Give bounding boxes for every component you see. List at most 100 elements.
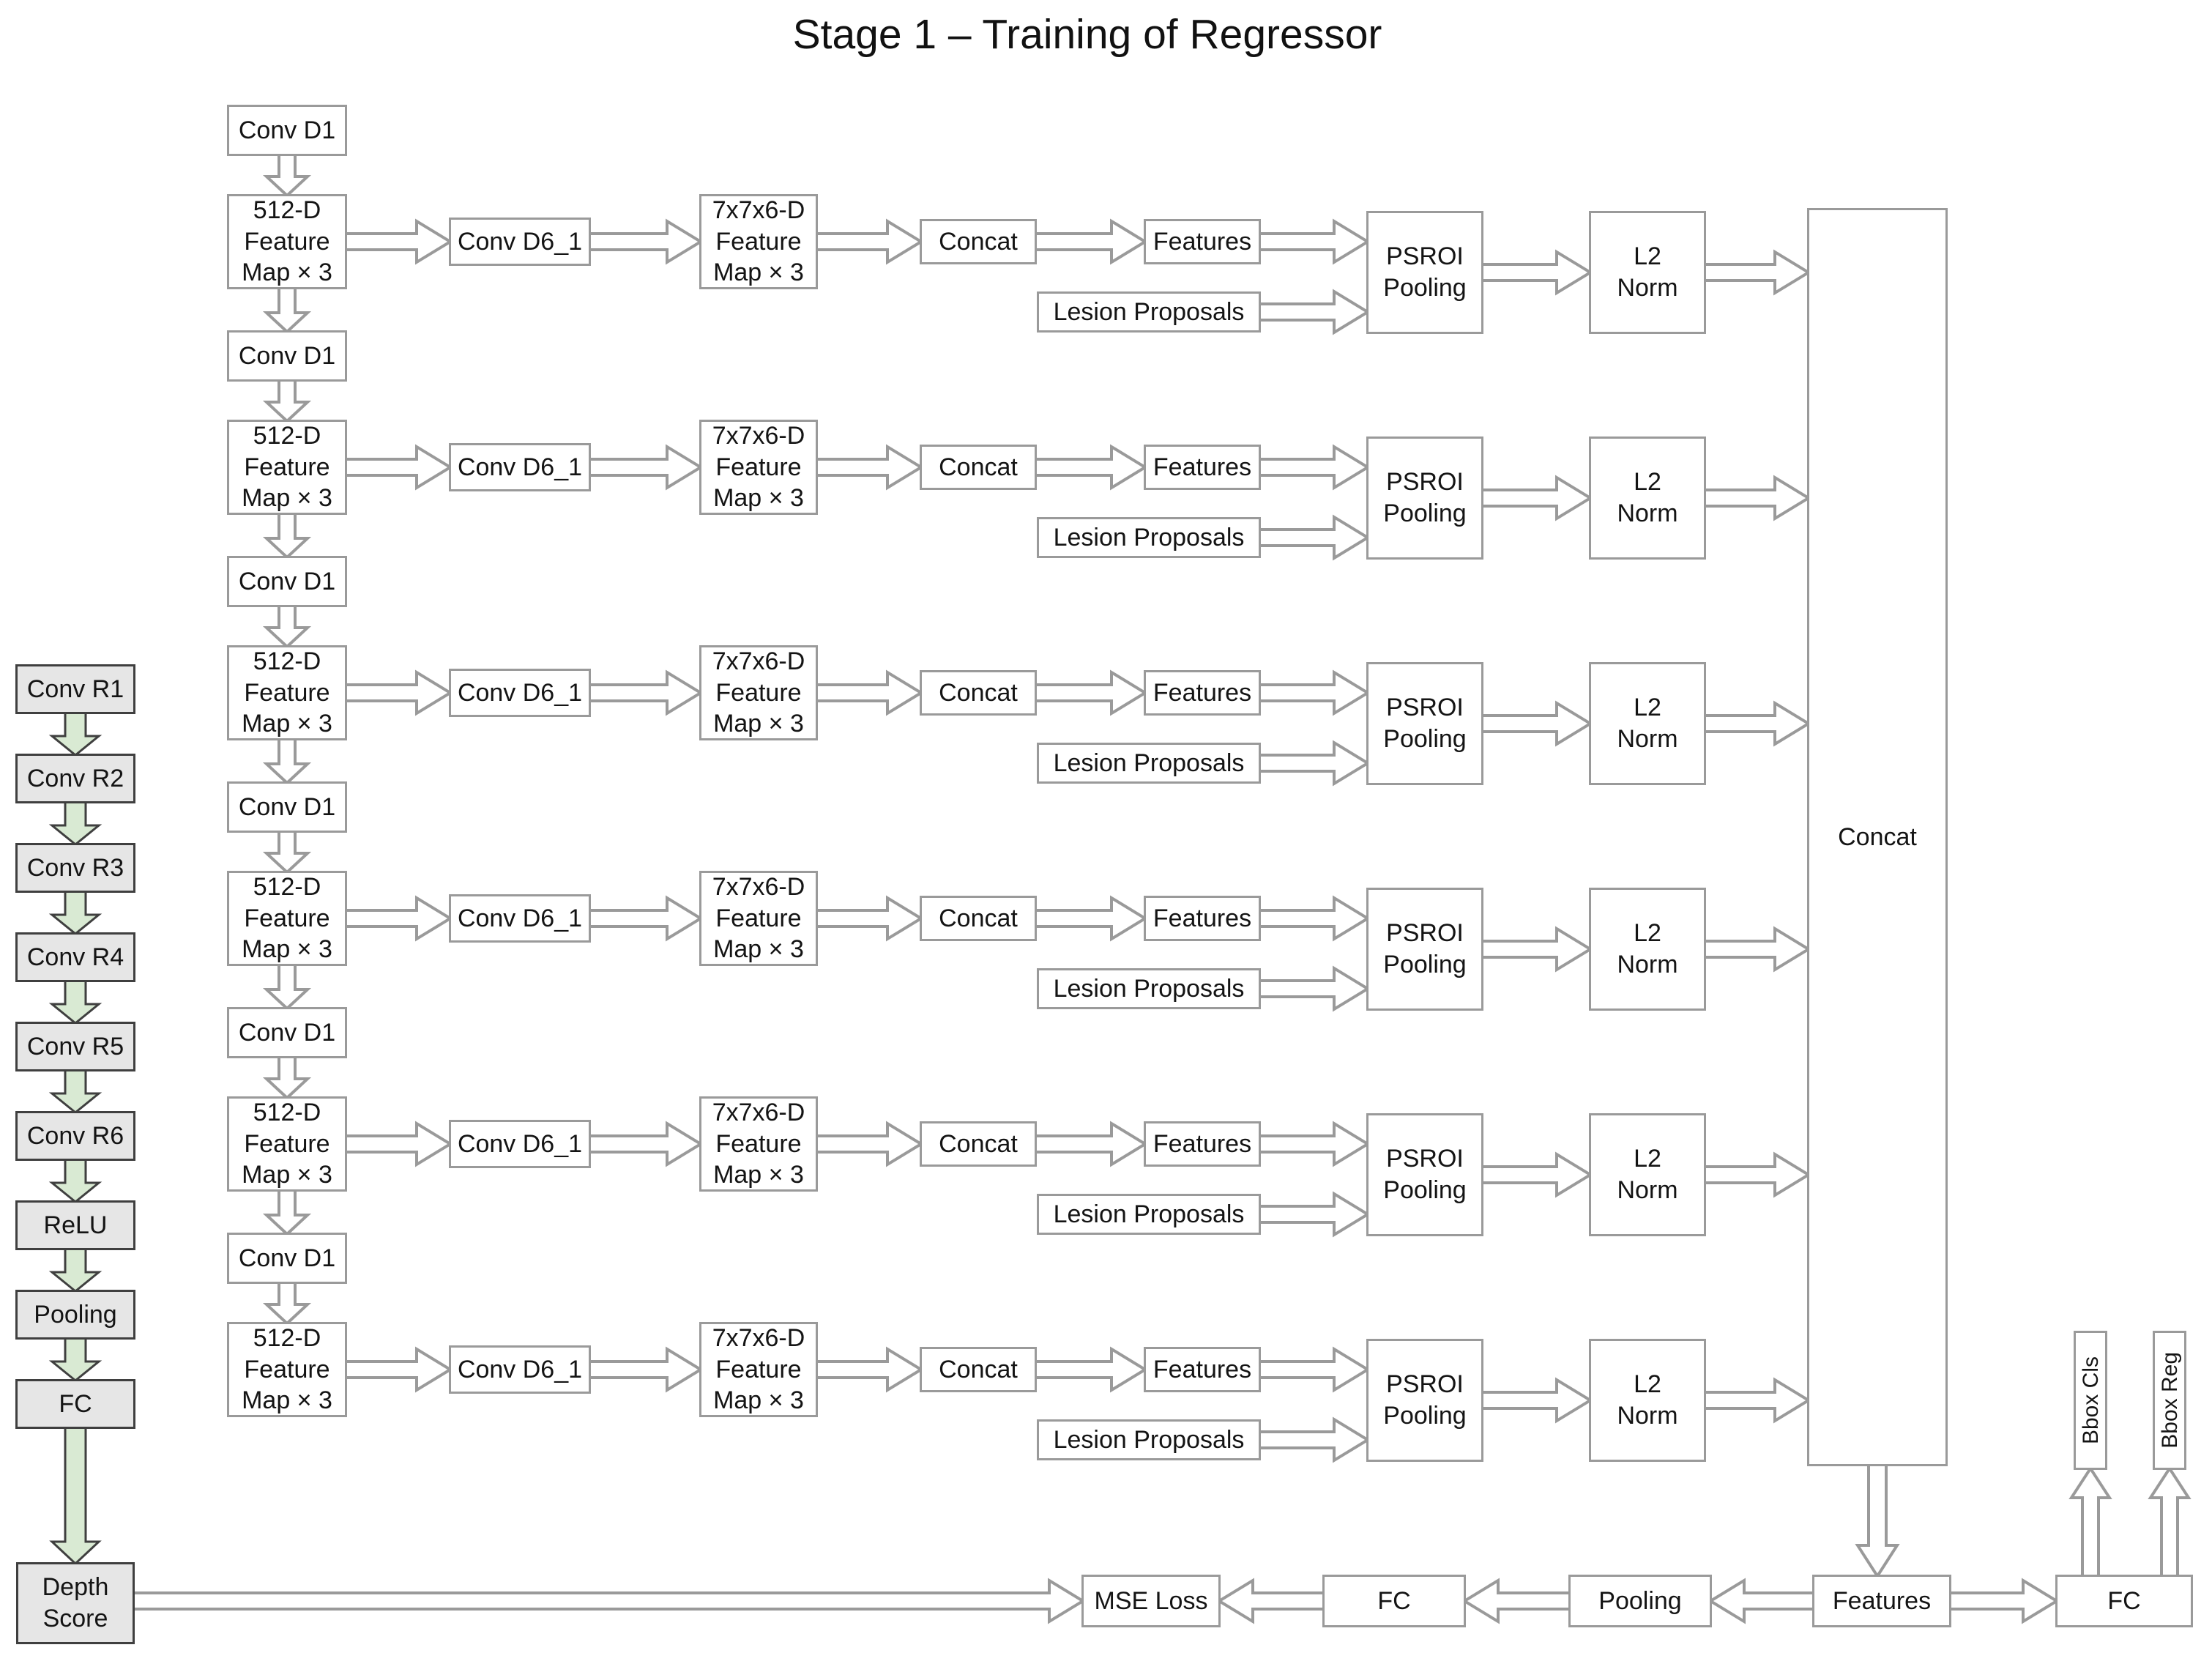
arrow-conv-d6-to-feature-map-7-row-3	[586, 669, 704, 716]
l2-norm-box-row-3: L2 Norm	[1589, 662, 1706, 785]
arrow-feature-map-to-conv-d1-row-5	[262, 1189, 312, 1236]
psroi-pooling-box-row-3: PSROI Pooling	[1366, 662, 1483, 785]
feature-map-7x7x6-box-row-5: 7x7x6-D Feature Map × 3	[699, 1096, 818, 1192]
arrow-lesion-proposals-to-psroi-row-5	[1256, 1191, 1371, 1238]
conv-r4-box: Conv R4	[15, 932, 135, 982]
mse-loss-box: MSE Loss	[1081, 1575, 1221, 1627]
lesion-proposals-box-row-6: Lesion Proposals	[1037, 1419, 1261, 1460]
conv-d1-box-row-4: Conv D1	[227, 781, 347, 833]
arrow-features-to-psroi-row-3	[1256, 669, 1371, 716]
lesion-proposals-box-row-4: Lesion Proposals	[1037, 968, 1261, 1009]
arrow-concat-merge-to-features-merged	[1855, 1463, 1900, 1579]
feature-map-512-box-row-3: 512-D Feature Map × 3	[227, 645, 347, 740]
feature-map-512-box-row-4: 512-D Feature Map × 3	[227, 871, 347, 966]
feature-map-7x7x6-box-row-4: 7x7x6-D Feature Map × 3	[699, 871, 818, 966]
arrow-concat-to-features-row-2	[1032, 444, 1148, 491]
arrow-feature-map-to-conv-d6-row-1	[343, 218, 453, 265]
arrow-feature-map-to-conv-d1-row-1	[262, 286, 312, 334]
feature-map-7x7x6-box-row-6: 7x7x6-D Feature Map × 3	[699, 1322, 818, 1417]
feature-map-512-box-row-2: 512-D Feature Map × 3	[227, 420, 347, 515]
arrow-l2-norm-to-concat-merge-row-3	[1702, 700, 1811, 747]
diagram-title: Stage 1 – Training of Regressor	[792, 11, 1382, 58]
arrow-lesion-proposals-to-psroi-row-3	[1256, 740, 1371, 787]
concat-merge-box: Concat	[1807, 208, 1948, 1466]
arrow-fc-to-mse-loss	[1216, 1578, 1327, 1624]
fc-box: FC	[15, 1379, 135, 1429]
l2-norm-box-row-2: L2 Norm	[1589, 437, 1706, 560]
conv-d6-1-box-row-1: Conv D6_1	[449, 218, 591, 266]
arrow-conv-d6-to-feature-map-7-row-6	[586, 1346, 704, 1393]
features-box-row-1: Features	[1144, 219, 1261, 264]
feature-map-7x7x6-box-row-2: 7x7x6-D Feature Map × 3	[699, 420, 818, 515]
arrow-conv-d1-to-feature-map-row-1	[262, 153, 312, 198]
arrow-features-to-psroi-row-4	[1256, 895, 1371, 942]
arrow-features-to-psroi-row-2	[1256, 444, 1371, 491]
l2-norm-box-row-4: L2 Norm	[1589, 888, 1706, 1011]
arrow-depth-score-to-mse-loss	[132, 1578, 1086, 1624]
conv-d1-box-row-2: Conv D1	[227, 330, 347, 382]
conv-r5-box: Conv R5	[15, 1022, 135, 1071]
conv-d1-box-row-6: Conv D1	[227, 1233, 347, 1284]
features-box-row-6: Features	[1144, 1347, 1261, 1392]
bbox-cls-box: Bbox Cls	[2074, 1331, 2107, 1470]
conv-r1-box: Conv R1	[15, 664, 135, 714]
depth-score-box: Depth Score	[16, 1562, 135, 1644]
arrow-conv-r2-down	[48, 801, 103, 846]
fc-loss-box: FC	[1322, 1575, 1466, 1627]
arrow-lesion-proposals-to-psroi-row-1	[1256, 289, 1371, 335]
features-box-row-2: Features	[1144, 445, 1261, 490]
feature-map-512-box-row-1: 512-D Feature Map × 3	[227, 194, 347, 289]
arrow-psroi-to-l2-norm-row-6	[1479, 1377, 1593, 1424]
arrow-fc-head-to-bbox-cls	[2068, 1466, 2112, 1578]
features-box-row-5: Features	[1144, 1121, 1261, 1167]
concat-box-row-2: Concat	[920, 445, 1037, 490]
arrow-l2-norm-to-concat-merge-row-4	[1702, 926, 1811, 973]
arrow-fc-head-to-bbox-reg	[2148, 1466, 2191, 1578]
lesion-proposals-box-row-5: Lesion Proposals	[1037, 1194, 1261, 1235]
arrow-conv-d1-to-feature-map-row-4	[262, 830, 312, 874]
arrow-conv-d1-to-feature-map-row-2	[262, 379, 312, 423]
arrow-feature-map-7-to-concat-row-1	[813, 218, 924, 265]
arrow-concat-to-features-row-3	[1032, 669, 1148, 716]
arrow-feature-map-7-to-concat-row-4	[813, 895, 924, 942]
arrow-features-merged-to-fc-head	[1947, 1578, 2060, 1624]
feature-map-512-box-row-6: 512-D Feature Map × 3	[227, 1322, 347, 1417]
arrow-feature-map-to-conv-d1-row-2	[262, 512, 312, 560]
feature-map-7x7x6-box-row-3: 7x7x6-D Feature Map × 3	[699, 645, 818, 740]
arrow-conv-d6-to-feature-map-7-row-1	[586, 218, 704, 265]
arrow-psroi-to-l2-norm-row-5	[1479, 1151, 1593, 1198]
lesion-proposals-box-row-3: Lesion Proposals	[1037, 743, 1261, 784]
relu-box: ReLU	[15, 1200, 135, 1250]
arrow-psroi-to-l2-norm-row-4	[1479, 926, 1593, 973]
l2-norm-box-row-1: L2 Norm	[1589, 211, 1706, 334]
arrow-conv-r6-down	[48, 1158, 103, 1203]
features-box-row-4: Features	[1144, 896, 1261, 941]
arrow-conv-d1-to-feature-map-row-3	[262, 604, 312, 649]
arrow-feature-map-7-to-concat-row-2	[813, 444, 924, 491]
arrow-lesion-proposals-to-psroi-row-6	[1256, 1416, 1371, 1463]
arrow-features-merged-to-pooling	[1708, 1578, 1817, 1624]
arrow-feature-map-7-to-concat-row-6	[813, 1346, 924, 1393]
conv-d1-box-row-3: Conv D1	[227, 556, 347, 607]
arrow-pooling-to-fc	[1461, 1578, 1573, 1624]
bbox-reg-box: Bbox Reg	[2153, 1331, 2186, 1470]
arrow-concat-to-features-row-4	[1032, 895, 1148, 942]
psroi-pooling-box-row-5: PSROI Pooling	[1366, 1113, 1483, 1236]
arrow-l2-norm-to-concat-merge-row-2	[1702, 475, 1811, 521]
psroi-pooling-box-row-1: PSROI Pooling	[1366, 211, 1483, 334]
l2-norm-box-row-6: L2 Norm	[1589, 1339, 1706, 1462]
conv-d1-box-row-1: Conv D1	[227, 105, 347, 156]
arrow-l2-norm-to-concat-merge-row-5	[1702, 1151, 1811, 1198]
l2-norm-box-row-5: L2 Norm	[1589, 1113, 1706, 1236]
fc-head-box: FC	[2055, 1575, 2193, 1627]
feature-map-7x7x6-box-row-1: 7x7x6-D Feature Map × 3	[699, 194, 818, 289]
pooling-box: Pooling	[1568, 1575, 1712, 1627]
bbox-reg-label: Bbox Reg	[2157, 1352, 2182, 1449]
arrow-conv-r5-down	[48, 1069, 103, 1114]
arrow-fc-to-depth-score	[49, 1426, 102, 1566]
arrow-features-to-psroi-row-6	[1256, 1346, 1371, 1393]
arrow-feature-map-7-to-concat-row-3	[813, 669, 924, 716]
arrow-psroi-to-l2-norm-row-3	[1479, 700, 1593, 747]
psroi-pooling-box-row-2: PSROI Pooling	[1366, 437, 1483, 560]
arrow-conv-r3-down	[48, 890, 103, 935]
